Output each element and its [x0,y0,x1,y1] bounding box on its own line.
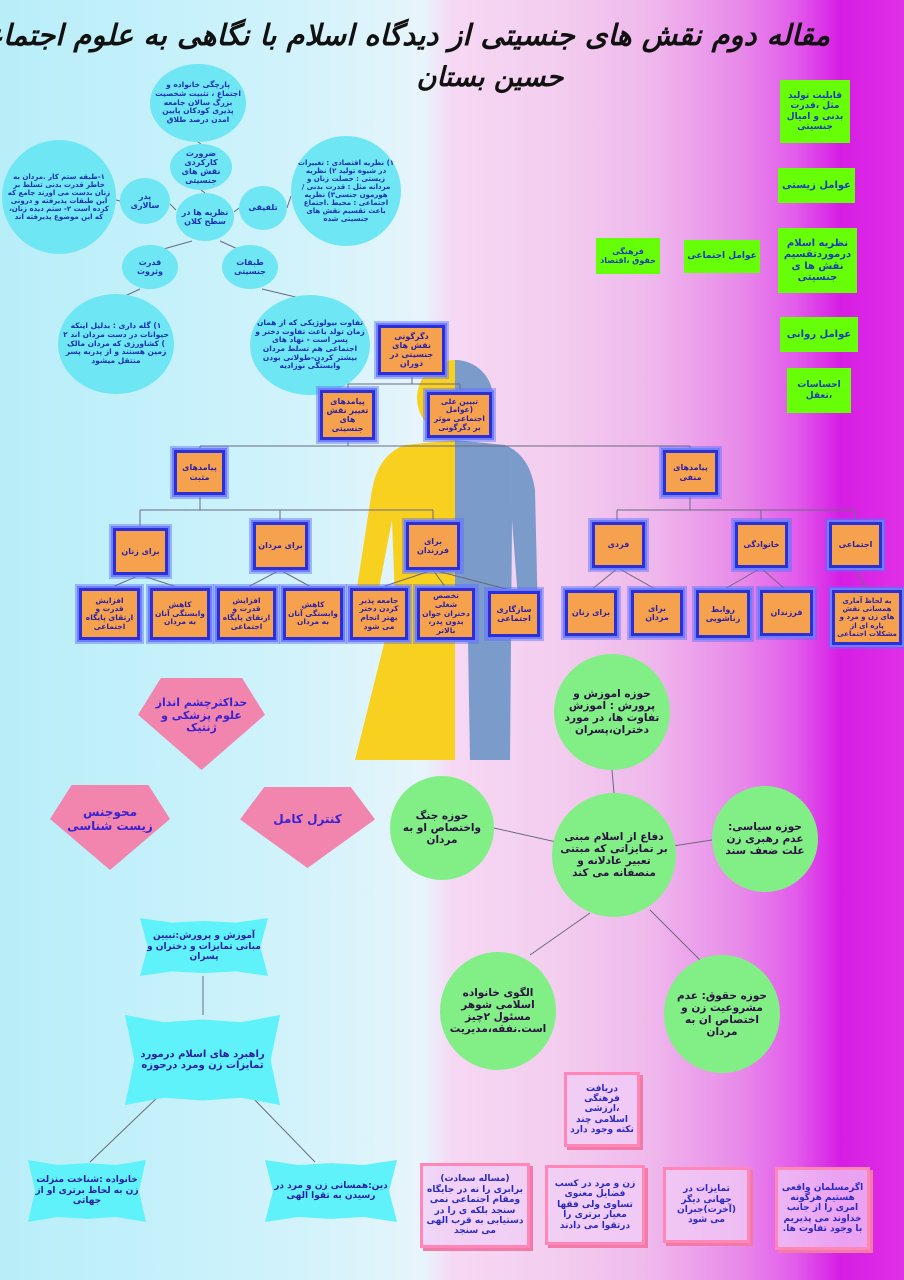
bubble-patriarchy: پدر سالاری [120,178,170,224]
tree-causal: تبیین علی (عوامل اجتماعی موثر بر دگرگونی [425,390,494,440]
strategy-religion: دین:همسانی زن و مرد در رسیدن به تقوا اله… [265,1160,397,1222]
tree-neg-men: برای مردان [629,588,685,638]
note-happiness: (مساله سعادت) برابری را نه در جایگاه ومق… [420,1163,530,1248]
domain-legal: حوزه حقوق: عدم مشروعیت زن و اختصاص ان به… [664,955,780,1073]
bubble-patriarchy-detail: ۱-طبقه ستم کار .مردان به خاطر قدرت بدنی … [2,140,116,254]
box-biological: عوامل زیستی [778,168,855,203]
bubble-gender-classes: طبقات جنسیتی [222,245,278,289]
connector-line [590,567,619,591]
tree-women-power: افزایش قدرت و ارتقای پایگاه اجتماعی [77,586,142,642]
note-cultural: دریافت فرهنگی ،ارزشی اسلامی چند نکته وجو… [564,1072,640,1147]
domain-family: الگوی خانواده اسلامی شوهر مسئول ۲چیز است… [440,952,556,1070]
connector-line [139,574,181,589]
box-islam-theory: نظریه اسلام درموردتقسیم نقش ها ی جنسیتی [778,228,857,293]
strategy-family: خانواده :شناخت منزلت زن به لحاظ برتری او… [28,1160,146,1222]
box-cultural: فرهنگی حقوق ،اقتصاد [596,238,660,274]
tree-adjustment: سازگاری اجتماعی [486,589,542,639]
connector-line [854,567,868,591]
note-virtues: زن و مرد در کسب فضایل معنوی تساوی ولی فق… [545,1165,645,1245]
note-afterlife: تمایزات در جهانی دیگر (آخرت)جبران می شود [663,1167,750,1243]
tree-positive: پیامدهای مثبت [172,448,227,497]
tree-statistical: به لحاظ آماری همسانی نقش های زن و مرد و … [830,588,904,647]
bubble-synthesis-detail: ۱) نظریه اقتصادی : تغییرات در شیوه تولید… [291,136,401,246]
tree-family: خانوادگی [733,520,790,570]
connector-line [722,567,762,591]
domain-political: حوزه سیاسی: عدم رهبری زن علت ضعف سند [712,786,818,892]
bubble-center: نظریه ها در سطح کلان [176,193,234,241]
note-true-muslim: اگرمسلمان واقعی هستیم هرگونه امری را از … [775,1167,870,1250]
connector-line [233,207,240,213]
connector-line [197,141,202,145]
bubble-gender-classes-detail: تفاوت بیولوژیکی که از همان زمان تولد باع… [250,295,370,395]
strategy-education: آموزش و پرورش:تبیین مبانی تمایزات و دختر… [140,918,268,976]
connector-line [617,567,658,591]
tree-for-children: برای فرزندان [404,520,462,572]
connector-line [611,769,615,794]
connector-line [286,195,292,209]
box-emotions: احساسات ،تعقل [787,368,851,413]
tree-men-power: افزایش قدرت و ارتقای پایگاه اجتماعی [215,586,278,642]
connector-line [760,567,787,591]
domain-war: حوزه جنگ واختصاص او به مردان [390,776,494,880]
box-abilities: قابلیت تولید مثل ،قدرت بدنی و امیال جنسی… [780,80,850,143]
connector-line [245,569,281,589]
connector-line [115,199,121,202]
bubble-power-wealth: قدرت وثروت [122,245,178,289]
tree-for-women: برای زنان [111,526,170,577]
tree-negative: پیامدهای منفی [661,448,720,497]
author-name: حسین بستان [416,62,564,93]
tree-women-dependence: کاهش وابستگی آنان به مردان [148,586,212,642]
connector-line [432,569,515,592]
tree-men-dependence: کاهش وابستگی آنان به مردان [281,586,345,642]
bubble-functional-detail: پارچگی خانواده و اجتماع ، تثبیت شخصیت بز… [150,64,246,142]
connector-line [109,574,141,589]
tree-for-men: برای مردان [251,520,310,572]
tree-root: دگرگونی نقش های جنسیتی در دوران [376,323,447,377]
box-psychological: عوامل روانی [780,317,858,352]
page-title: مقاله دوم نقش های جنسیتی از دیدگاه اسلام… [0,18,830,52]
connector-line [649,909,701,961]
connector-line [432,569,447,589]
tree-social: اجتماعی [827,520,884,570]
connector-line [279,569,314,589]
connector-line [200,189,206,194]
domain-education: حوزه اموزش و پرورش : اموزش تفاوت ها، در … [554,654,670,770]
bubble-functional: ضرورت کارکردی نقش های جنسیتی [170,144,232,190]
tree-socialization: جامعه پذیر کردن دختر بهتر انجام می شود [348,586,410,642]
tree-individual: فردی [590,520,647,570]
connector-line [249,1094,316,1163]
tree-marital: روابط زناشویی [694,588,752,640]
tree-consequences: پیامدهای تغییر نقش های جنسیتی [318,388,377,442]
connector-line [169,203,177,211]
strategy-center: راهبرد های اسلام درمورد تمایزات زن ومرد … [125,1015,280,1105]
box-social-factors: عوامل اجتماعی [684,240,760,273]
tree-specialization: تخصص شغلی دختران جوان بدون پدر، بالاتر [415,586,477,642]
bubble-synthesis: تلفیقی [239,186,287,230]
connector-line [529,912,591,956]
bubble-power-wealth-detail: ۱) گله داری : بدلیل اینکه حیوانات در دست… [58,294,174,394]
connector-line [378,569,434,589]
domain-center: دفاع از اسلام مبنی بر تمایزاتی که مبتنی … [552,793,676,917]
tree-neg-women: برای زنان [563,588,619,638]
tree-children: فرزندان [758,588,815,638]
connector-line [89,1094,161,1163]
